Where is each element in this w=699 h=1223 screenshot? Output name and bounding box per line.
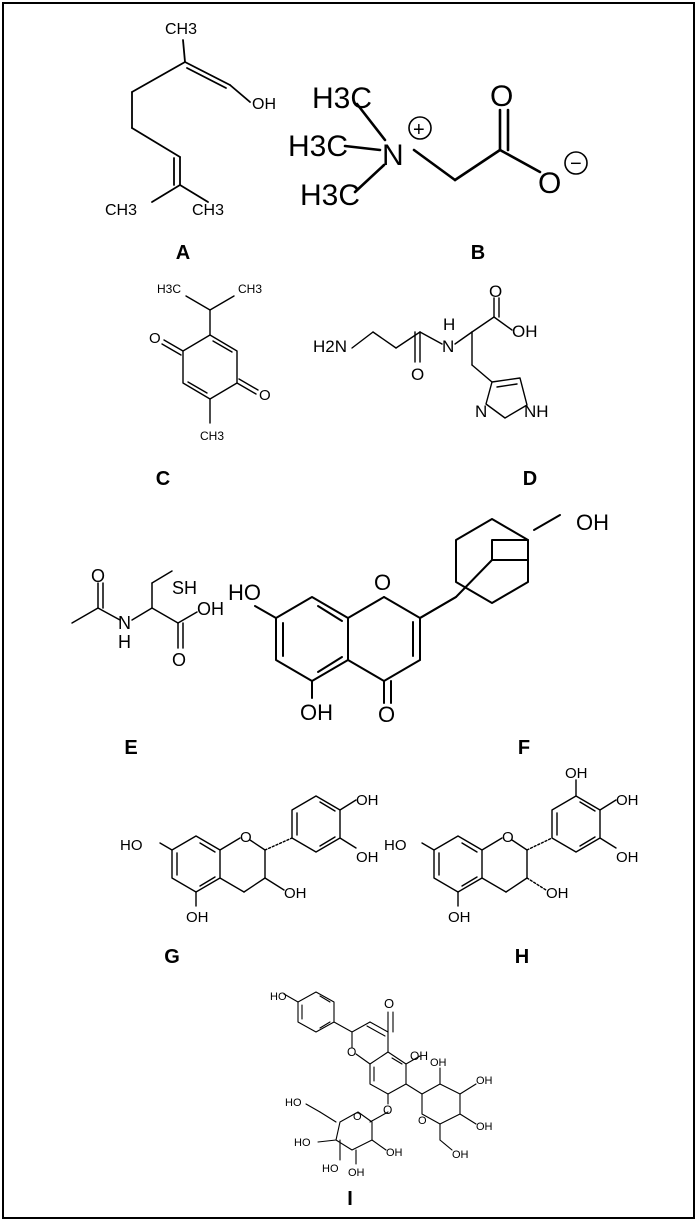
label-c: C [155,468,171,490]
label-f: F [517,737,531,759]
label-b: B [470,242,486,264]
label-g: G [164,946,180,968]
label-a: A [175,242,191,264]
label-i: I [347,1188,353,1210]
label-e: E [124,737,138,759]
label-h: H [514,946,530,968]
label-d: D [522,468,538,490]
